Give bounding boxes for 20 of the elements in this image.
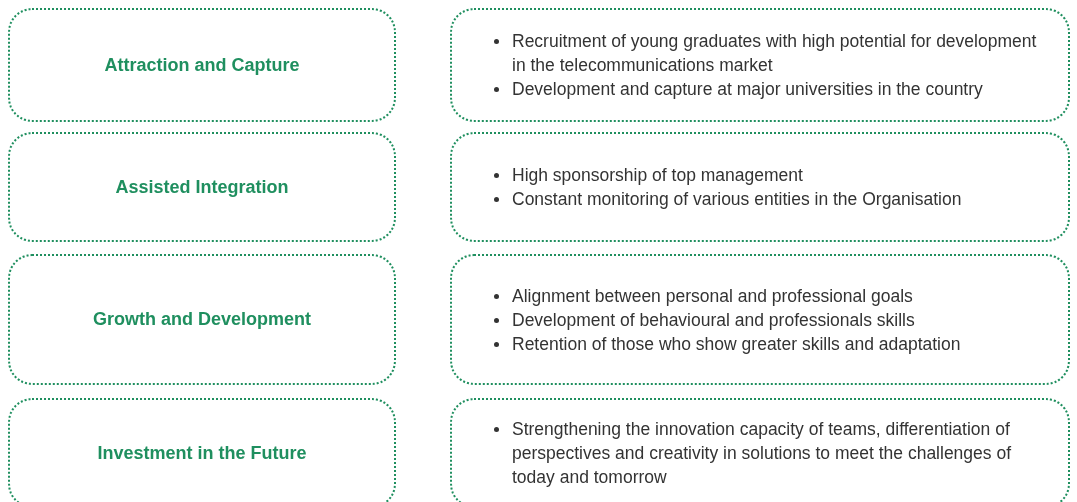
stage-title: Attraction and Capture bbox=[104, 54, 300, 76]
stage-box bbox=[8, 8, 396, 122]
bullet-point-text: Constant monitoring of various entities in the Organisation bbox=[512, 189, 962, 209]
stage-title: Investment in the Future bbox=[97, 442, 307, 464]
bullet-point-text: Recruitment of young graduates with high potential for development in the telecommunications market bbox=[512, 31, 1037, 75]
bullet-point-text: Alignment between personal and professional goals bbox=[512, 285, 913, 306]
stage-title: Assisted Integration bbox=[115, 176, 289, 198]
bullet-point-text: Strengthening the innovation capacity of teams, differentiation of perspectives and creativity in solutions to meet the challenges of today and tomorrow bbox=[512, 419, 1012, 487]
bullet-point-text: High sponsorship of top management bbox=[512, 165, 803, 185]
bullet-point-text: Retention of those who show greater skills and adaptation bbox=[512, 333, 961, 354]
description-box bbox=[450, 254, 1070, 385]
description-box bbox=[450, 398, 1070, 502]
stage-box bbox=[8, 254, 396, 385]
description-box bbox=[450, 132, 1070, 242]
description-box bbox=[450, 8, 1070, 122]
bullet-point-text: Development and capture at major universities in the country bbox=[512, 79, 983, 99]
stage-box bbox=[8, 132, 396, 242]
stage-title: Growth and Development bbox=[93, 309, 311, 330]
stage-box bbox=[8, 398, 396, 502]
bullet-point-text: Development of behavioural and professionals skills bbox=[512, 309, 915, 330]
